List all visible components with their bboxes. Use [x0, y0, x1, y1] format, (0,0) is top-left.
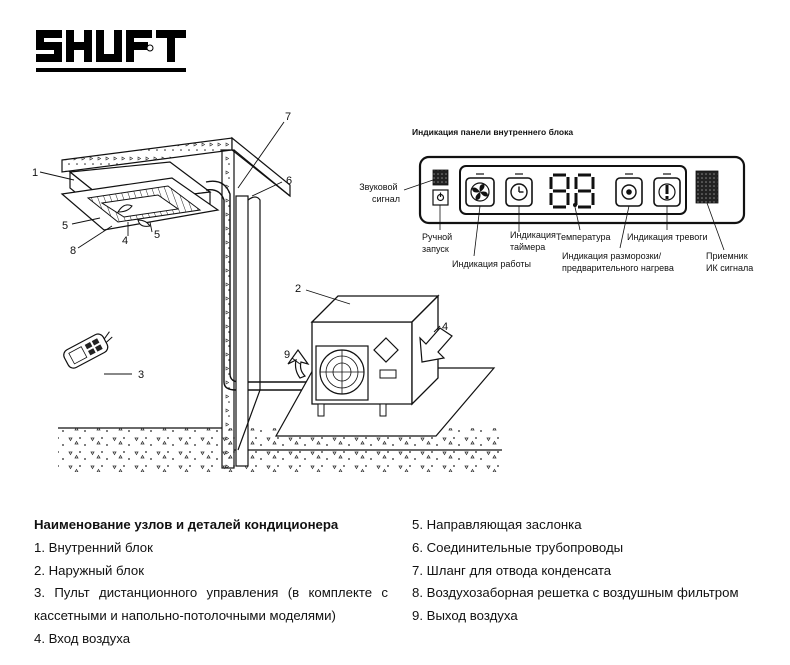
legend-item-6: 6. Соединительные трубопроводы [412, 539, 624, 555]
legend-item-8: 8. Воздухозаборная решетка с воздушным ф… [412, 585, 739, 601]
label-run: Индикация работы [452, 259, 531, 269]
legend-item-5: 5. Направляющая заслонка [412, 517, 582, 532]
outdoor-unit [310, 294, 440, 417]
label-alarm: Индикация тревоги [627, 232, 708, 242]
callout-5-right: 5 [154, 229, 160, 241]
brand-logo [36, 30, 186, 72]
alarm-icon [653, 173, 681, 207]
outlet-arrow-icon [287, 348, 310, 379]
callout-leaders [39, 121, 441, 375]
installation-diagram: 1 2 3 4 5 6 7 8 9 4 5 Индикация панели в… [32, 30, 753, 472]
label-sound: Звуковой сигнал [359, 182, 400, 204]
timer-icon [505, 173, 533, 207]
legend-right-column: 5. Направляющая заслонка 6. Соединительн… [412, 514, 772, 628]
indoor-panel-indicators: Индикация панели внутреннего блока [359, 127, 753, 273]
panel-title: Индикация панели внутреннего блока [412, 127, 573, 137]
legend-item-2: 2. Наружный блок [34, 562, 144, 578]
callout-6: 6 [286, 175, 292, 187]
label-manual: Ручной запуск [422, 232, 455, 254]
legend-item-4: 4. Вход воздуха [34, 630, 131, 646]
legend-item-3: 3. Пульт дистанционного управления (в ко… [34, 585, 388, 624]
fan-run-icon [465, 173, 495, 207]
buzzer-icon [432, 169, 449, 186]
logo-mark [36, 30, 186, 72]
legend-item-9: 9. Выход воздуха [412, 608, 518, 624]
temperature-display [549, 173, 595, 209]
panel-leaders [403, 179, 725, 257]
legend-item-1: 1. Внутренний блок [34, 539, 153, 555]
legend-left-column: Наименование узлов и деталей кондиционер… [34, 514, 388, 651]
callout-8: 8 [70, 245, 76, 257]
callout-2: 2 [295, 283, 301, 295]
callout-4-outdoor: 4 [442, 321, 448, 333]
airflow-arrows [287, 327, 453, 379]
callout-numbers: 1 2 3 4 5 6 7 8 9 4 5 [32, 111, 448, 381]
defrost-icon [615, 173, 643, 207]
legend-heading: Наименование узлов и деталей кондиционер… [34, 517, 339, 532]
inlet-arrow-icon [419, 327, 453, 363]
label-defrost: Индикация разморозки/ предварительного н… [562, 251, 674, 273]
callout-4-indoor: 4 [122, 235, 128, 247]
callout-5-left: 5 [62, 220, 68, 232]
indoor-unit [60, 161, 220, 231]
ir-receiver-icon [695, 170, 719, 204]
label-timer: Индикация таймера [510, 230, 558, 252]
label-temperature: Температура [556, 232, 611, 242]
callout-9: 9 [284, 349, 290, 361]
legend-item-7: 7. Шланг для отвода конденсата [412, 562, 612, 578]
manual-start-button[interactable] [432, 189, 449, 206]
connecting-pipes [205, 180, 316, 467]
callout-7: 7 [285, 111, 291, 123]
callout-3: 3 [138, 369, 144, 381]
label-ir: Приемник ИК сигнала [706, 251, 753, 273]
callout-1: 1 [32, 167, 38, 179]
remote-control [63, 331, 113, 369]
ceiling-slab [61, 136, 291, 198]
